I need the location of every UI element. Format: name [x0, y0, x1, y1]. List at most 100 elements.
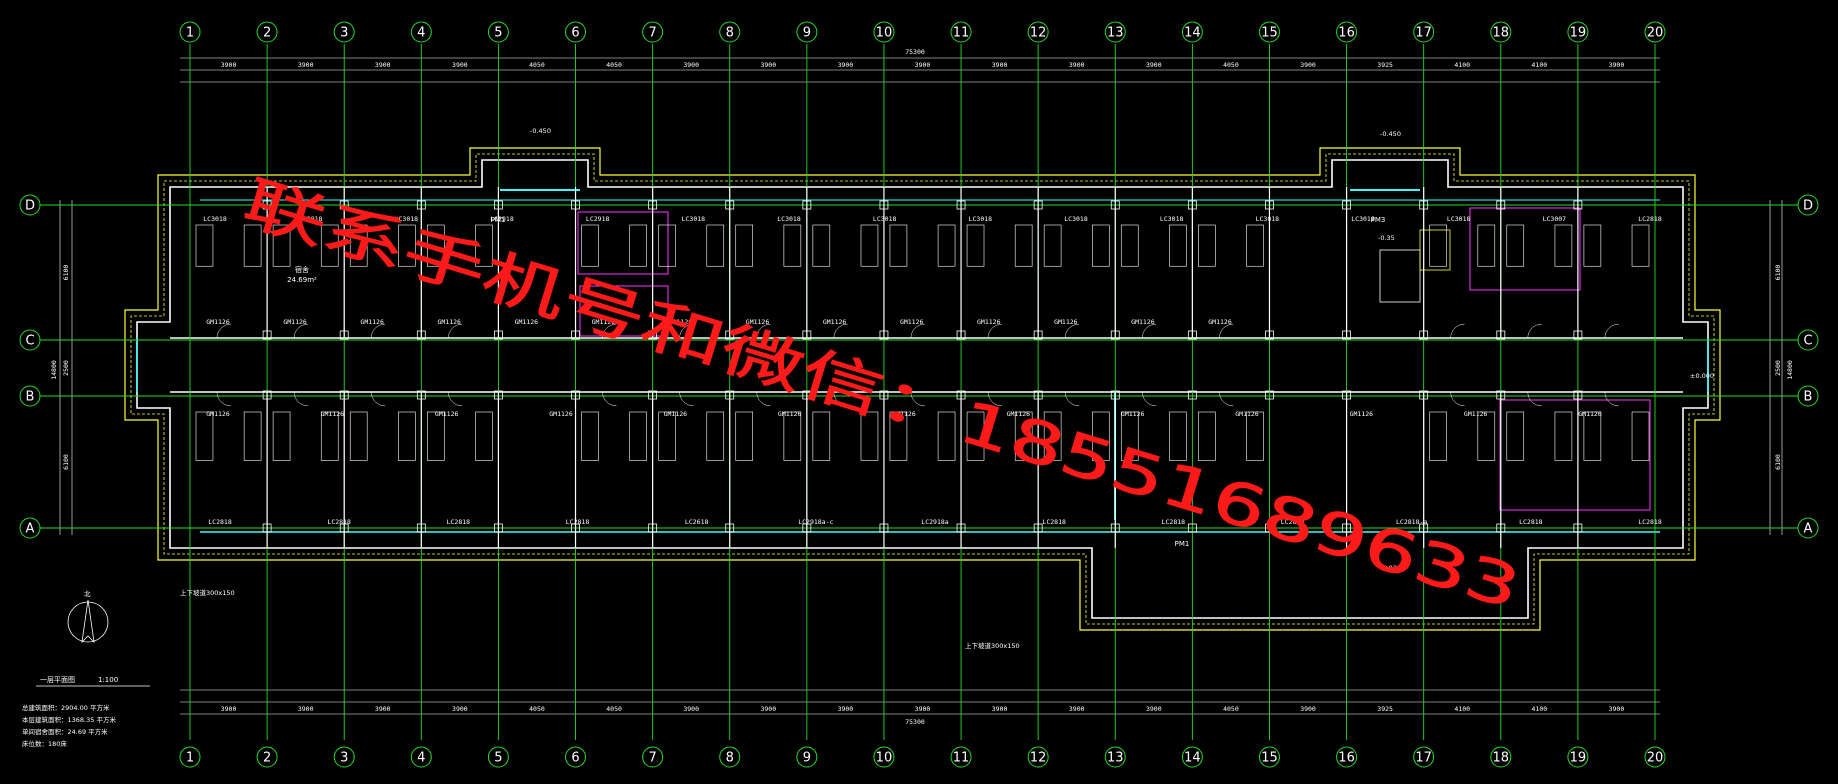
dim-bottom: 3900	[760, 705, 776, 713]
column-18-2	[1496, 390, 1506, 400]
column-10-2	[879, 390, 889, 400]
bed-1-0-a	[272, 224, 291, 267]
window-label-top: LC3018	[203, 215, 227, 223]
column-13-1	[1110, 330, 1120, 340]
axis-label: 6	[571, 751, 579, 766]
bed-0-0-a	[195, 224, 214, 267]
axis-bubble-C-left: C	[19, 329, 41, 351]
column-15-3	[1265, 523, 1274, 533]
window-label-top: LC2818	[1638, 215, 1662, 223]
axis-label: 16	[1338, 26, 1355, 41]
column-17-0	[1419, 200, 1429, 210]
axis-bubble-4-top: 4	[410, 21, 432, 43]
window-label-top: LC2918	[490, 215, 514, 223]
window-label-bottom: LC2818	[1042, 518, 1066, 526]
axis-bubble-14-bottom: 14	[1181, 746, 1203, 768]
bed-17-1-a	[1506, 411, 1525, 461]
column-6-3	[571, 523, 580, 533]
door-swing-3-1	[448, 391, 463, 407]
bed-16-0-b	[1477, 224, 1496, 267]
dim-top: 3900	[1146, 61, 1162, 69]
axis-bubble-13-top: 13	[1104, 21, 1126, 43]
bed-8-1-b	[860, 411, 879, 461]
axis-label: 3	[340, 26, 348, 41]
column-15-0	[1265, 200, 1274, 210]
axis-bubble-8-bottom: 8	[719, 746, 741, 768]
axis-bubble-15-bottom: 15	[1258, 746, 1280, 768]
axis-bubble-C-right: C	[1797, 329, 1819, 351]
bed-7-1-a	[735, 411, 753, 461]
axis-bubble-5-top: 5	[487, 21, 509, 43]
axis-label: 13	[1107, 751, 1124, 766]
column-17-2	[1419, 390, 1429, 400]
door-swing-10-1	[987, 391, 1002, 407]
door-label-bottom: GM1126	[664, 410, 688, 418]
window-label-bottom: LC2918a	[921, 518, 948, 526]
door-swing-13-1	[1219, 391, 1234, 407]
axis-label: 6	[571, 26, 579, 41]
axis-label: 11	[953, 751, 970, 766]
column-8-3	[725, 523, 735, 533]
overall-dimension-top: 75300	[905, 48, 925, 56]
window-label-top: LC3018	[873, 215, 897, 223]
axis-bubble-12-bottom: 12	[1027, 746, 1049, 768]
door-label-top: GM1126	[283, 318, 307, 326]
window-label-top: LC3018	[1256, 215, 1280, 223]
door-swing-11-1	[1064, 391, 1080, 407]
axis-label: 13	[1107, 26, 1124, 41]
column-16-1	[1342, 330, 1351, 340]
axis-bubble-11-top: 11	[950, 21, 972, 43]
bed-2-0-b	[398, 224, 416, 267]
window-label-top: LC3018	[1351, 215, 1375, 223]
window-label-bottom: LC2818	[208, 518, 232, 526]
axis-label: 9	[803, 751, 811, 766]
column-10-1	[879, 330, 889, 340]
axis-label: B	[26, 390, 35, 405]
column-11-0	[956, 200, 966, 210]
axis-label: 1	[186, 26, 194, 41]
window-label-top: LC3018	[1447, 215, 1471, 223]
bed-3-1-b	[475, 411, 493, 461]
column-18-1	[1496, 330, 1506, 340]
dim-bottom: 4050	[529, 705, 545, 713]
bed-9-0-b	[937, 224, 956, 267]
window-label-bottom: LC2818	[447, 518, 471, 526]
bed-5-0-b	[629, 224, 647, 267]
axis-label: 15	[1261, 751, 1278, 766]
north-arrow: 北	[67, 590, 109, 644]
dim-side-right: 2500	[1774, 360, 1782, 376]
bed-13-1-b	[1246, 411, 1264, 461]
axis-bubble-9-bottom: 9	[796, 746, 818, 768]
axis-label: 7	[648, 751, 656, 766]
axis-bubble-7-bottom: 7	[642, 746, 664, 768]
column-7-1	[648, 330, 658, 340]
dim-top: 3900	[915, 61, 931, 69]
axis-bubbles: 1122334455667788991010111112121313141415…	[19, 21, 1819, 768]
door-swing-16-1	[1450, 391, 1465, 407]
column-6-2	[571, 390, 580, 400]
dim-top: 4100	[1454, 61, 1470, 69]
door-swing-18-0	[1604, 323, 1619, 339]
bed-2-1-b	[398, 411, 416, 461]
dim-top: 3900	[452, 61, 468, 69]
overall-dimension-bottom: 75300	[905, 718, 925, 726]
dim-bottom: 3900	[221, 705, 237, 713]
door-label-top: GM1126	[1054, 318, 1078, 326]
column-3-0	[339, 200, 349, 210]
dim-bottom: 3900	[1069, 705, 1085, 713]
window-label-top: LC2918	[586, 215, 610, 223]
door-label-top: GM1126	[1208, 318, 1232, 326]
axis-bubble-14-top: 14	[1181, 21, 1203, 43]
axis-label: 14	[1184, 26, 1201, 41]
window-label-top: LC3018	[395, 215, 419, 223]
door-label-bottom: GM1126	[1235, 410, 1259, 418]
column-15-1	[1265, 330, 1274, 340]
door-swing-6-0	[679, 323, 694, 339]
room-partitions	[262, 187, 1583, 548]
column-2-2	[262, 390, 272, 400]
bed-12-1-a	[1120, 411, 1139, 461]
bed-3-0-a	[427, 224, 445, 267]
column-9-1	[802, 330, 812, 340]
